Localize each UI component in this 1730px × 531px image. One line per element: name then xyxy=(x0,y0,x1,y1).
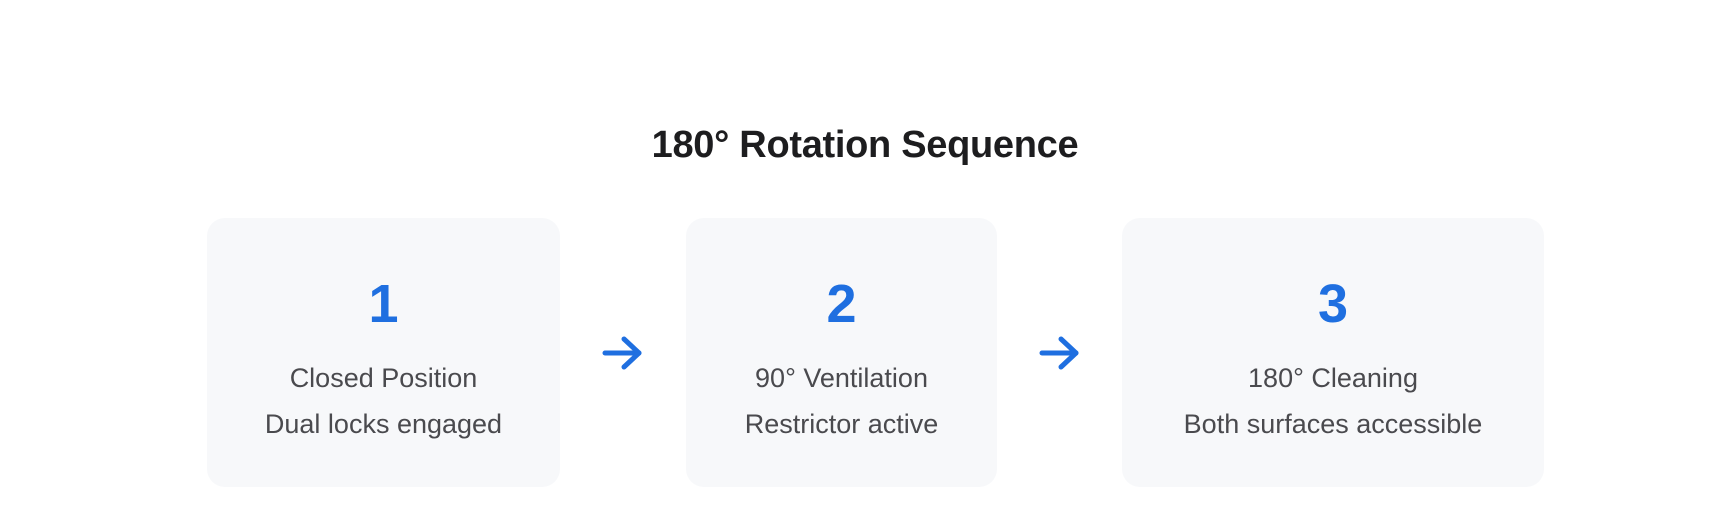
step-description: Both surfaces accessible xyxy=(1183,409,1483,439)
arrow-right-icon xyxy=(602,333,644,373)
step-title: 180° Cleaning xyxy=(1248,363,1418,393)
step-number: 2 xyxy=(826,274,857,334)
step-title: 90° Ventilation xyxy=(755,363,928,393)
step-card-1: 1 Closed Position Dual locks engaged xyxy=(207,218,560,487)
step-card-2: 2 90° Ventilation Restrictor active xyxy=(686,218,997,487)
step-description: Restrictor active xyxy=(744,409,939,439)
step-description: Dual locks engaged xyxy=(264,409,503,439)
step-number: 1 xyxy=(368,274,399,334)
step-card-3: 3 180° Cleaning Both surfaces accessible xyxy=(1122,218,1544,487)
arrow-right-icon xyxy=(1039,333,1081,373)
step-title: Closed Position xyxy=(289,363,478,393)
step-number: 3 xyxy=(1317,274,1349,334)
diagram-title: 180° Rotation Sequence xyxy=(651,124,1079,166)
